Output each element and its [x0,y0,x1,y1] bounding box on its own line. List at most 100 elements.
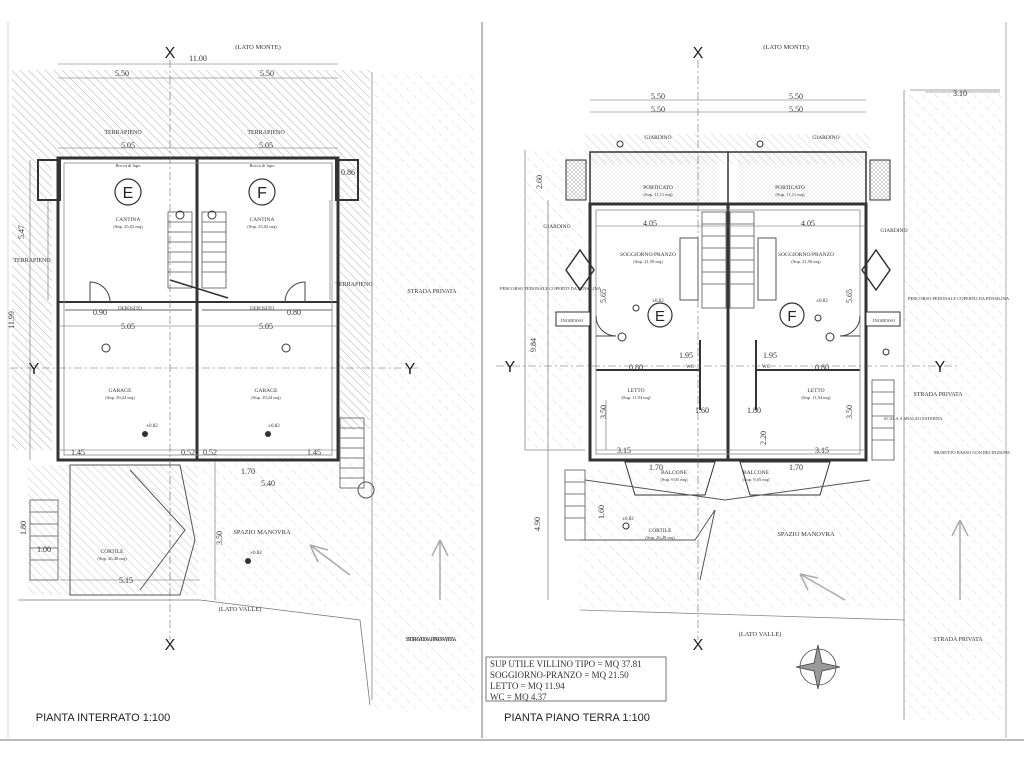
entrance-f [865,311,901,327]
dim-inner-e: 5.05 [121,141,135,150]
r-dim-door-f: 0.80 [815,363,829,372]
stair-f [201,211,227,289]
r-dim-court: 4.90 [533,517,542,531]
living-e-area: (Sup. 21,50 mq) [633,259,663,265]
r-dim-lower-e: 3.50 [599,405,608,419]
unit-f-label: F [257,185,267,202]
manoeuvre-label-left: SPAZIO MANOVRA [233,529,291,536]
room-deposito-e: DEPOSITO [118,307,142,312]
portico-e [590,152,718,204]
road-hatch-right [904,90,1004,720]
low-wall-note: MURETTO BASSO CON RECINZIONE [934,450,1010,455]
outdoor-stair-right [564,379,895,541]
r-side-bottom: (LATO VALLE) [739,631,782,638]
living-f-area: (Sup. 21,50 mq) [791,259,821,265]
dim-side-e: 1.45 [71,448,85,457]
r-section-x-top: X [693,45,704,62]
room-cortile-area: (Sup. 26,40 mq) [97,556,127,562]
balcony-e-area: (Sup. 9,05 mq) [661,477,689,483]
r-dim-stair-e: 1.60 [695,406,709,415]
r-dim-wc-f: 1.95 [763,351,777,360]
terrain-hatch-right [340,70,370,430]
manoeuvre-hatch [200,456,375,606]
entrance-e [555,311,591,327]
r-dim-offset: 2.20 [759,431,768,445]
bedroom-f: LETTO [807,388,824,394]
r-dim-side-e: 3.15 [617,446,631,455]
summary-line-1: SUP UTILE VILLINO TIPO = MQ 37.81 [490,659,642,669]
living-f: SOGGIORNO/PRANZO [778,252,834,258]
court-right: CORTILE [649,528,673,534]
road-hatch [372,72,476,712]
r-section-y-right: Y [935,359,946,376]
balcony-f-area: (Sup. 9,05 mq) [743,477,771,483]
manoeuvre-hatch-right [725,480,905,610]
portico-f-label: PORTICATO [775,185,805,191]
road-label-right-1: STRADA PRIVATA [913,392,963,398]
dim-half-e: 5.50 [115,69,129,78]
ground-floor-plan: 5.50 5.50 5.50 5.50 4.05 4.05 3.15 3.15 … [405,44,1010,724]
section-y-left: Y [29,361,40,378]
light-well-left [37,159,61,201]
ramp [69,464,196,596]
room-garage-f: GARAGE [255,388,279,394]
terrain-hatch-top [52,70,342,160]
r-dim-half-f2: 5.50 [789,105,803,114]
r-level-f: ±0.82 [816,299,828,304]
dim-depth-total: 11.99 [7,311,16,329]
r-dim-depth-f: 5.65 [845,289,854,303]
dim-door-e: 0.90 [93,308,107,317]
summary-line-2: SOGGIORNO-PRANZO = MQ 21.50 [490,670,629,680]
level-marker-icon [101,210,291,564]
dim-gap2: 0.52 [203,448,217,457]
dim-overall: 11.00 [189,54,207,63]
wc-e: WC [686,365,695,370]
court-hatch [28,465,198,595]
dim-side-f: 1.45 [307,448,321,457]
r-dim-right-gap: 3.10 [953,89,967,98]
manoeuvre-label-right: SPAZIO MANOVRA [777,531,835,538]
terrapieno-top-f: TERRAPIENO [247,130,285,136]
terrapieno-left: TERRAPIENO [13,258,51,264]
court-right-area: (Sup. 26,40 mq) [645,535,675,541]
room-garage-e: GARAGE [109,388,133,394]
r-dim-top: 2.60 [535,175,544,189]
r-dim-half-f: 5.50 [789,92,803,101]
room-garage-f-area: (Sup. 29,24 mq) [251,395,281,401]
bedroom-e: LETTO [627,388,644,394]
garden-f: GIARDINO [812,135,839,141]
walkway-e-label: PERCORSO PEDONALE COPERTO DA PENSILINA [500,286,602,291]
dim-small: 1.00 [37,545,51,554]
door-f [284,281,306,303]
room-cortile: CORTILE [101,549,125,555]
portico-f [738,152,866,204]
r-dim-side-f: 3.15 [815,446,829,455]
basement-plan: 11.00 5.50 5.50 5.05 5.05 5.05 5.05 0.90… [7,44,476,724]
terrain-hatch-left [12,70,52,450]
r-level-court: ±0.82 [622,517,634,522]
dim-depth-a: 5.47 [17,225,26,239]
entrance-f-label: INGRESSO [873,318,896,323]
dim-step: 1.70 [241,467,255,476]
balcony [624,461,831,496]
r-dim-half-e2: 5.50 [651,105,665,114]
sheet-title-left: PIANTA INTERRATO 1:100 [36,712,171,724]
section-x-top: X [165,45,176,62]
sheet-title-right: PIANTA PIANO TERRA 1:100 [504,712,650,724]
dim-inner-e2: 5.05 [121,322,135,331]
unit-e-label: E [123,185,134,202]
dim-half-f: 5.50 [260,69,274,78]
summary-box [485,656,667,702]
court-stair [29,499,59,581]
r-dim-half-e: 5.50 [651,92,665,101]
portico-e-area: (Sup. 11,11 mq) [644,192,673,198]
balcony-f: BALCONE [743,470,770,476]
dim-court-h: 3.50 [215,531,224,545]
r-dim-stair-f: 1.80 [747,406,761,415]
stair-right [701,211,755,309]
bocca-lupo-f: Bocca di lupo [250,163,276,168]
r-dim-inner-e: 4.05 [643,219,657,228]
bedroom-f-area: (Sup. 11,94 mq) [801,395,831,401]
living-e: SOGGIORNO/PRANZO [620,252,676,258]
